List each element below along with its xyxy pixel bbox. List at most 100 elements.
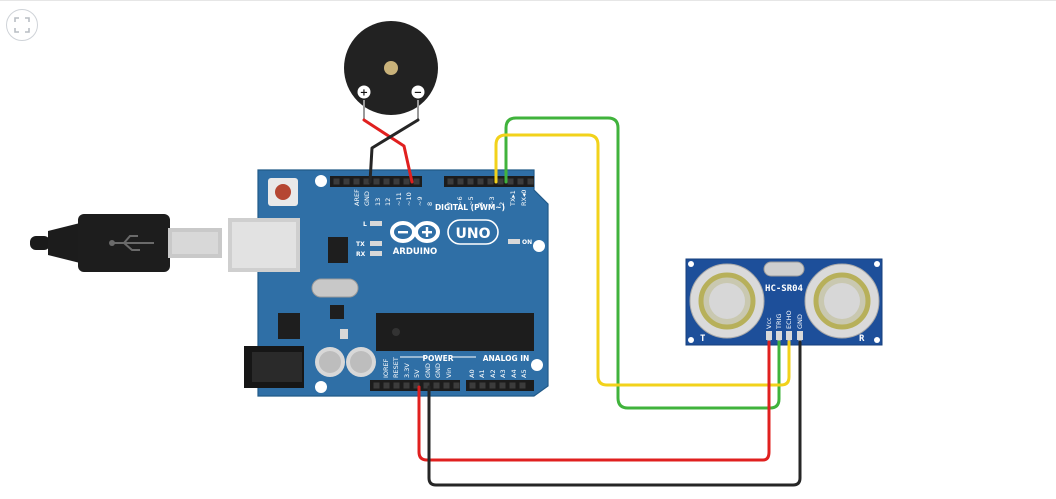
arduino.digital_pins-pin-label: ~11 bbox=[395, 192, 403, 206]
header-pin[interactable] bbox=[507, 178, 514, 185]
header-pin[interactable] bbox=[333, 178, 340, 185]
header-pin[interactable] bbox=[509, 382, 516, 389]
buzzer-minus-label: − bbox=[414, 88, 422, 99]
capacitor bbox=[315, 347, 376, 377]
header-pin[interactable] bbox=[383, 178, 390, 185]
wire-gnd[interactable] bbox=[427, 340, 802, 487]
board-model: UNO bbox=[456, 226, 491, 242]
header-pin[interactable] bbox=[489, 382, 496, 389]
header-pin[interactable] bbox=[443, 382, 450, 389]
arduino.digital_pins-pin-label: 13 bbox=[374, 198, 382, 206]
header-pin[interactable] bbox=[363, 178, 370, 185]
arduino.digital_pins-pin-label: RX◂0 bbox=[520, 190, 528, 206]
buzzer-center bbox=[384, 61, 398, 75]
header-pin[interactable] bbox=[343, 178, 350, 185]
header-pin[interactable] bbox=[517, 178, 524, 185]
reset-button[interactable] bbox=[268, 178, 298, 206]
sensor-pin-label: ECHO bbox=[785, 310, 793, 329]
arduino.digital_pins-pin-label: ~5 bbox=[467, 196, 475, 206]
header-pin[interactable] bbox=[527, 178, 534, 185]
sensor-pin-label: GND bbox=[796, 314, 804, 329]
arduino.digital_pins-pin-label: AREF bbox=[353, 189, 361, 206]
atmega-chip bbox=[376, 313, 534, 351]
arduino.digital_pins-pin-label: 7 bbox=[446, 202, 454, 206]
arduino-uno-board[interactable]: L TX RX ON UNO ARDUINO DIGITAL (PWM~) PO… bbox=[228, 169, 549, 397]
arduino.digital_pins-pin-label: GND bbox=[363, 191, 371, 206]
arduino.digital_pins-pin-label: 2 bbox=[498, 202, 506, 206]
sensor-crystal bbox=[763, 261, 805, 277]
wire-trig[interactable] bbox=[504, 116, 781, 410]
header-pin[interactable] bbox=[479, 382, 486, 389]
wire-5v[interactable] bbox=[417, 340, 771, 462]
header-pin[interactable] bbox=[487, 178, 494, 185]
infinity-logo-icon bbox=[390, 221, 440, 243]
arduino.digital_pins-pin-label: ~10 bbox=[405, 192, 413, 206]
led-label-on: ON bbox=[522, 239, 532, 246]
header-pin[interactable] bbox=[383, 382, 390, 389]
piezo-buzzer[interactable]: + − bbox=[344, 21, 438, 120]
usb-symbol-icon bbox=[109, 235, 154, 251]
sensor-pin[interactable] bbox=[797, 331, 803, 340]
sensor-model: HC-SR04 bbox=[765, 284, 804, 294]
header-pin[interactable] bbox=[447, 178, 454, 185]
header-pin[interactable] bbox=[403, 178, 410, 185]
crystal bbox=[311, 278, 359, 298]
arduino.digital_pins-pin-label: 8 bbox=[426, 202, 434, 206]
wire-buzzer-plus[interactable] bbox=[362, 118, 414, 184]
buzzer-plus-label: + bbox=[360, 88, 368, 99]
usb-cable[interactable] bbox=[30, 214, 222, 272]
header-pin[interactable] bbox=[373, 382, 380, 389]
fit-to-view-button[interactable] bbox=[6, 9, 38, 41]
top-divider bbox=[0, 0, 1056, 1]
arduino.digital_pins-pin-label: 4 bbox=[477, 202, 485, 206]
arduino.analog_pins-pin-label: A2 bbox=[489, 369, 497, 378]
arduino-logo: UNO ARDUINO bbox=[390, 219, 499, 257]
power-header-label: POWER bbox=[422, 354, 453, 363]
wire-echo[interactable] bbox=[494, 133, 791, 387]
header-pin[interactable] bbox=[519, 382, 526, 389]
header-pin[interactable] bbox=[457, 178, 464, 185]
header-pin[interactable] bbox=[413, 382, 420, 389]
digital-header-label: DIGITAL (PWM~) bbox=[435, 203, 505, 212]
header-pin[interactable] bbox=[499, 382, 506, 389]
sensor-pin-label: TRIG bbox=[775, 314, 783, 330]
header-pin[interactable] bbox=[353, 178, 360, 185]
header-pin[interactable] bbox=[433, 382, 440, 389]
sensor-pin-label: Vcc bbox=[765, 317, 773, 329]
header-pin[interactable] bbox=[477, 178, 484, 185]
header-pin[interactable] bbox=[497, 178, 504, 185]
header-pin[interactable] bbox=[393, 178, 400, 185]
wire-buzzer-minus[interactable] bbox=[368, 118, 420, 184]
header-pin[interactable] bbox=[403, 382, 410, 389]
arduino.digital_pins-pin-label: 12 bbox=[384, 198, 392, 206]
sensor-mark-r: R bbox=[859, 334, 865, 344]
header-pin[interactable] bbox=[467, 178, 474, 185]
sensor-pin[interactable] bbox=[786, 331, 792, 340]
arduino.digital_pins-pin-label: TX▸1 bbox=[509, 190, 517, 207]
sensor-mark-t: T bbox=[700, 334, 706, 344]
mounting-hole bbox=[315, 175, 327, 187]
transducer-left bbox=[689, 263, 765, 339]
arduino.power_pins-pin-label: 3.3V bbox=[403, 363, 411, 378]
analog-header-label: ANALOG IN bbox=[483, 354, 530, 363]
transducer-right bbox=[804, 263, 880, 339]
header-pin[interactable] bbox=[373, 178, 380, 185]
wires[interactable] bbox=[362, 116, 802, 487]
header-pin[interactable] bbox=[413, 178, 420, 185]
arduino.power_pins-pin-label: IOREF bbox=[382, 358, 390, 378]
usb-chip bbox=[328, 237, 348, 263]
led-label-rx: RX bbox=[356, 251, 366, 258]
power-jack bbox=[244, 346, 304, 388]
header-pin[interactable] bbox=[393, 382, 400, 389]
regulator bbox=[278, 313, 300, 339]
header-pin[interactable] bbox=[423, 382, 430, 389]
sensor-pin[interactable] bbox=[776, 331, 782, 340]
sensor-pin[interactable] bbox=[766, 331, 772, 340]
header-pin[interactable] bbox=[469, 382, 476, 389]
regulator-chip bbox=[330, 305, 344, 319]
arduino.power_pins-pin-label: Vin bbox=[445, 368, 453, 378]
header-pin[interactable] bbox=[453, 382, 460, 389]
arduino.analog_pins-pin-label: A1 bbox=[478, 369, 486, 378]
